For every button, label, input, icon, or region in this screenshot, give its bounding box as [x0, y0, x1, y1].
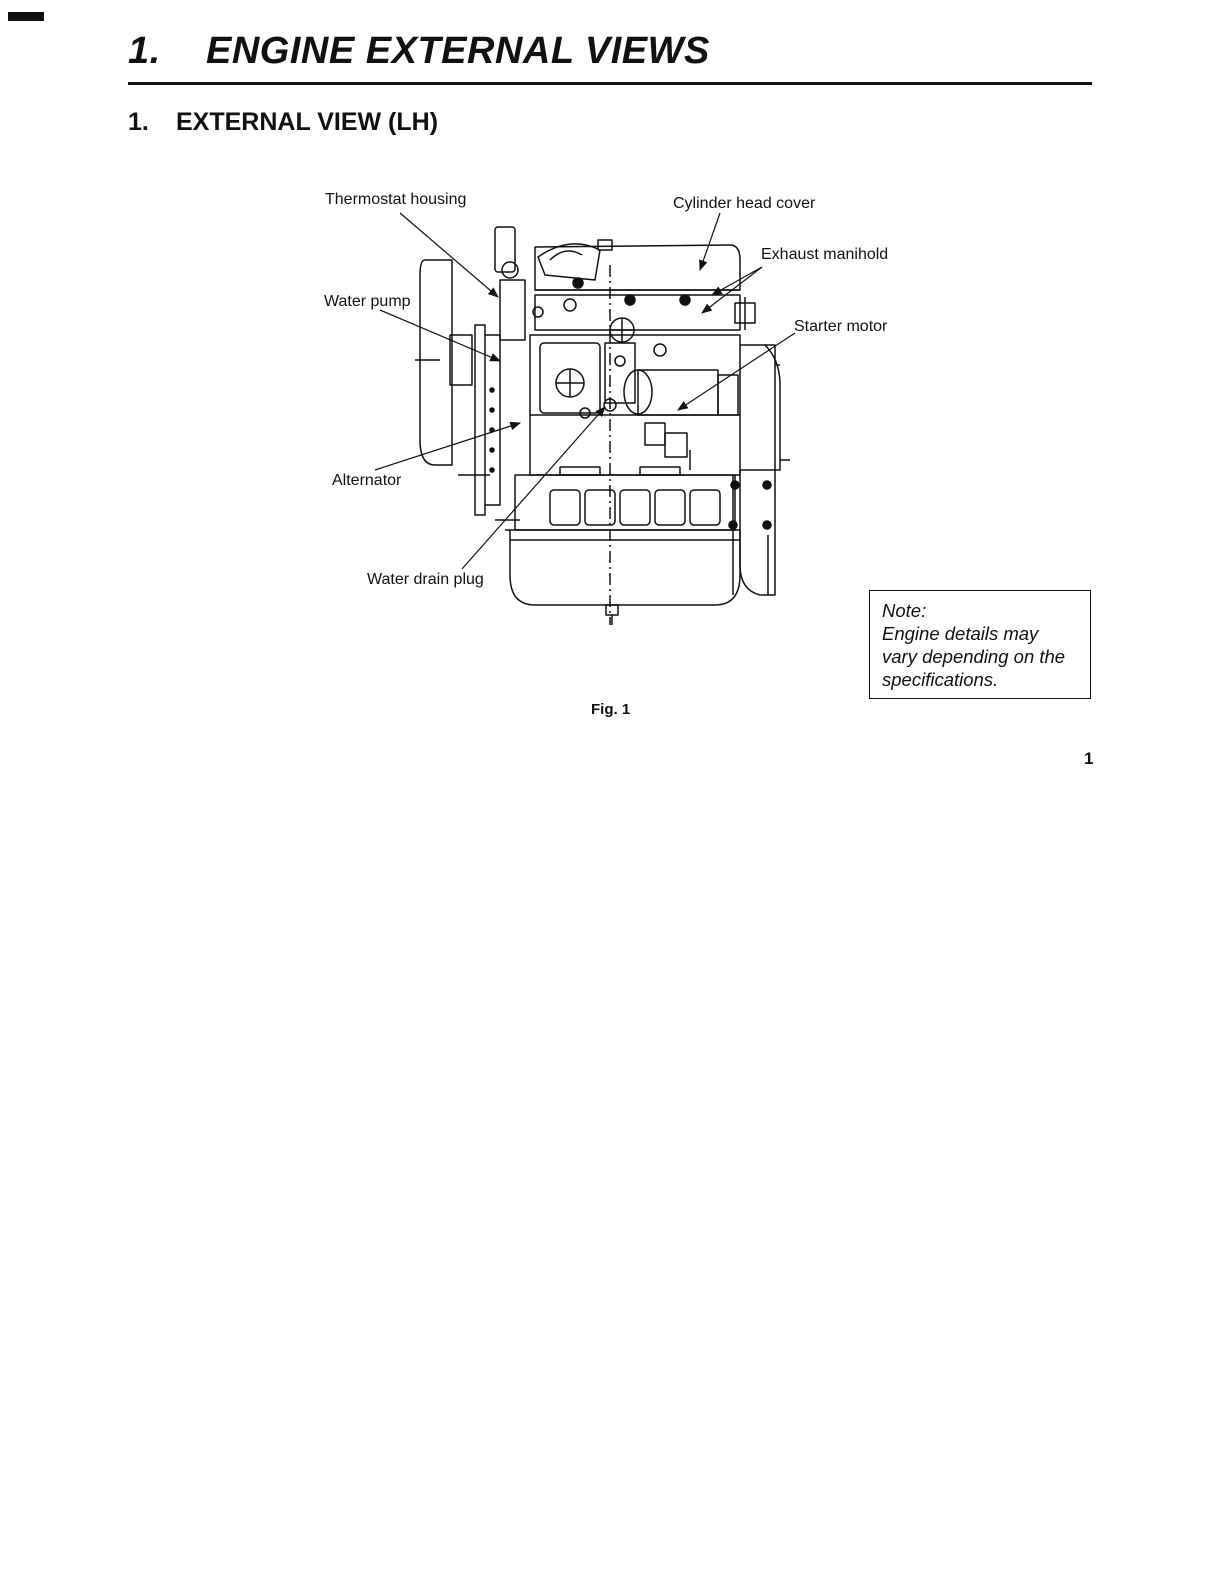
chapter-title: 1.ENGINE EXTERNAL VIEWS — [128, 30, 710, 73]
title-rule — [128, 82, 1092, 85]
note-heading: Note: — [882, 599, 1080, 622]
section-title-text: EXTERNAL VIEW (LH) — [176, 108, 438, 136]
note-line: Engine details may — [882, 622, 1080, 645]
callout-water-drain-plug: Water drain plug — [367, 571, 484, 589]
figure-caption: Fig. 1 — [591, 701, 630, 718]
callout-alternator: Alternator — [332, 472, 401, 490]
engine-figure: Thermostat housing Cylinder head cover E… — [320, 185, 910, 635]
callout-water-pump: Water pump — [324, 293, 411, 311]
callout-cylinder-head-cover: Cylinder head cover — [673, 195, 815, 213]
corner-registration-mark — [8, 12, 44, 21]
section-title: 1.EXTERNAL VIEW (LH) — [128, 108, 438, 137]
callout-exhaust-manifold: Exhaust manihold — [761, 246, 888, 264]
chapter-title-text: ENGINE EXTERNAL VIEWS — [206, 30, 710, 72]
note-box: Note: Engine details may vary depending … — [869, 590, 1091, 699]
callout-thermostat-housing: Thermostat housing — [325, 191, 466, 209]
chapter-number: 1. — [128, 30, 206, 73]
page-number: 1 — [1084, 749, 1093, 769]
section-number: 1. — [128, 108, 176, 137]
note-line: specifications. — [882, 668, 1080, 691]
callout-starter-motor: Starter motor — [794, 318, 887, 336]
note-line: vary depending on the — [882, 645, 1080, 668]
